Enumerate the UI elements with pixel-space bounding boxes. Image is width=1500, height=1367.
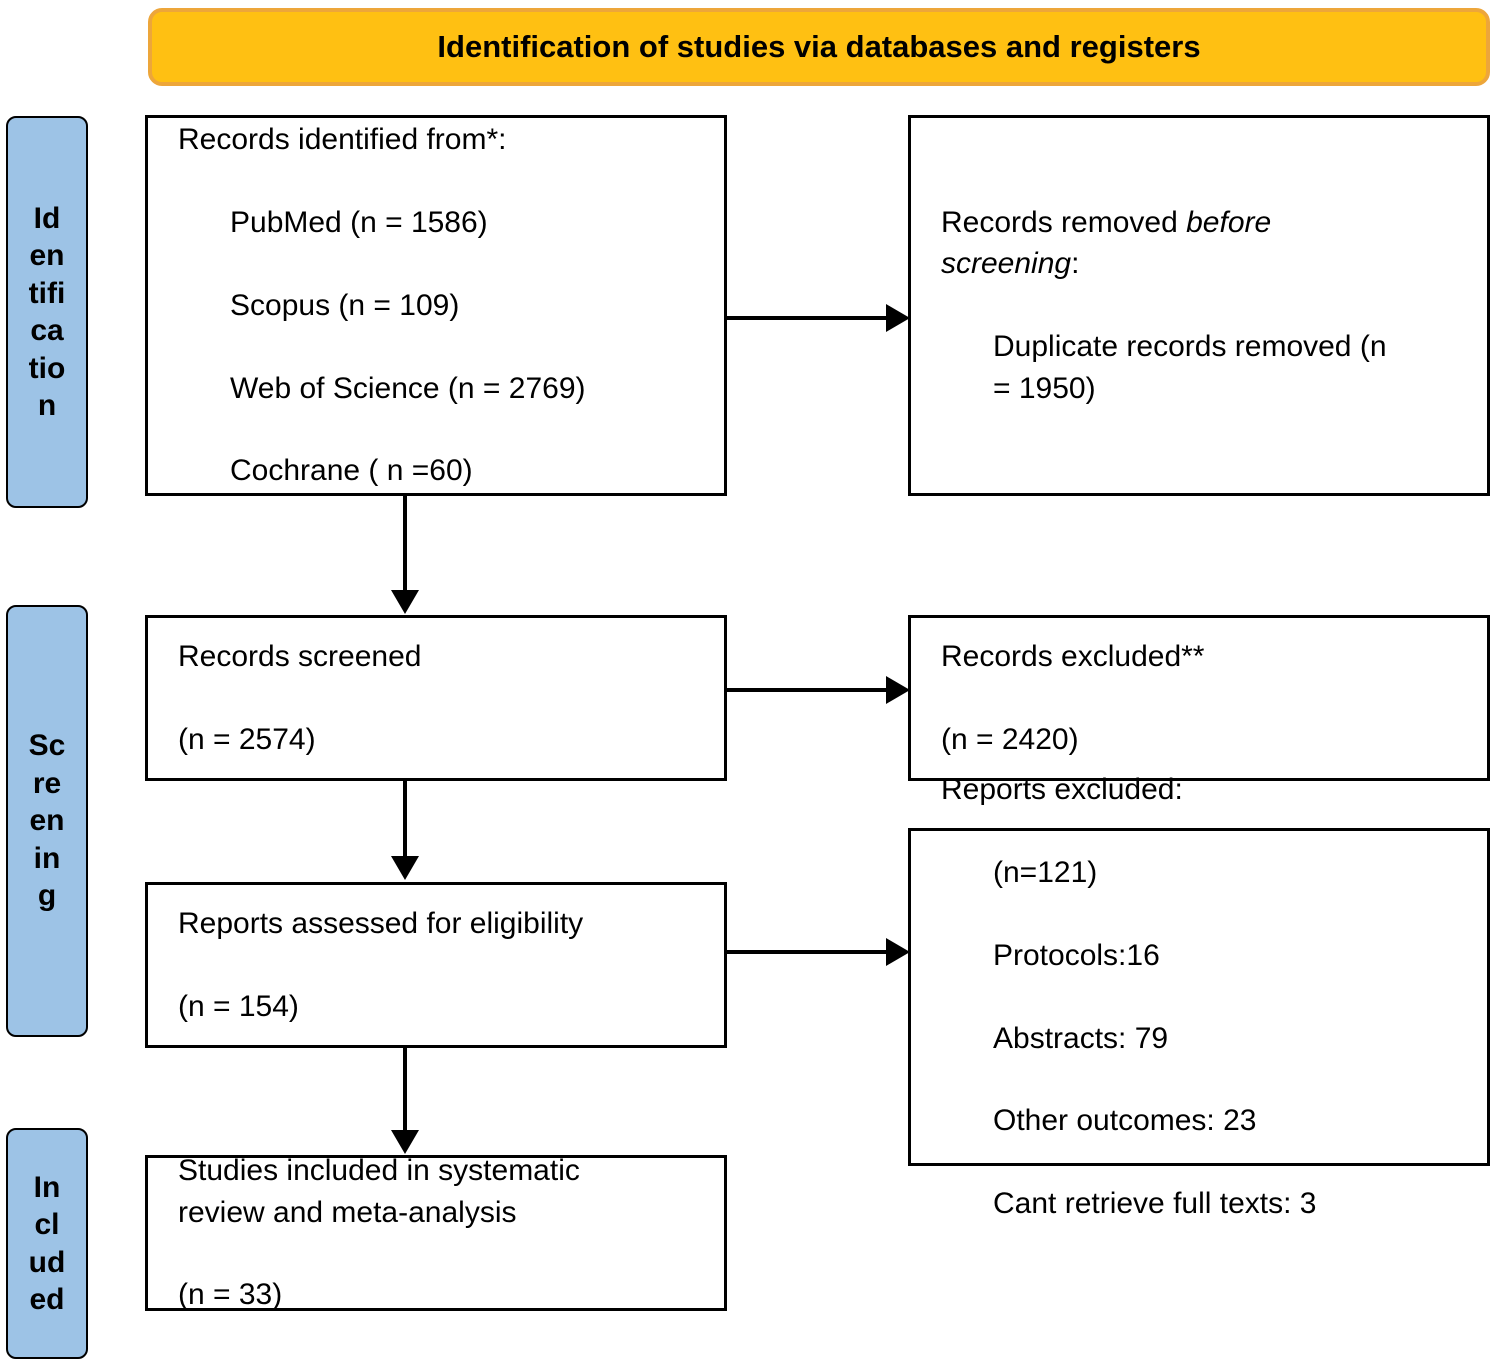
records-screened-count: (n = 2574) <box>178 722 316 756</box>
arrow-head-icon <box>886 938 910 966</box>
records-removed-prefix: Records removed <box>941 206 1187 240</box>
records-removed-suffix: : <box>1071 247 1080 281</box>
stage-label-screening-text: Sc re en in g <box>28 729 66 913</box>
arrow-screened-to-assessed <box>391 781 419 880</box>
arrow-shaft <box>727 950 892 954</box>
studies-included-label: Studies included in systematic review an… <box>178 1154 580 1229</box>
arrow-head-icon <box>886 676 910 704</box>
stage-label-included-text: In cl ud ed <box>28 1170 66 1317</box>
records-identified-heading: Records identified from*: <box>178 123 507 157</box>
studies-included-count: (n = 33) <box>178 1278 283 1312</box>
records-identified-item-scopus: Scopus (n = 109) <box>230 288 460 322</box>
stage-label-screening: Sc re en in g <box>6 605 88 1037</box>
stage-label-identification: Id en tifi ca tio n <box>6 116 88 508</box>
box-reports-assessed: Reports assessed for eligibility (n = 15… <box>145 882 727 1048</box>
reports-excluded-item-other-outcomes: Other outcomes: 23 <box>993 1104 1257 1138</box>
reports-excluded-item-protocols: Protocols:16 <box>993 938 1160 972</box>
records-identified-item-pubmed: PubMed (n = 1586) <box>230 206 488 240</box>
arrow-identified-to-screened <box>391 496 419 614</box>
arrow-shaft <box>403 781 407 862</box>
reports-excluded-item-full-texts: Cant retrieve full texts: 3 <box>993 1187 1317 1221</box>
records-identified-item-cochrane: Cochrane ( n =60) <box>230 454 473 488</box>
reports-assessed-count: (n = 154) <box>178 989 299 1023</box>
reports-excluded-heading: Reports excluded: <box>941 773 1183 807</box>
arrow-identified-to-removed <box>727 304 910 332</box>
banner: Identification of studies via databases … <box>148 8 1490 86</box>
records-excluded-count: (n = 2420) <box>941 722 1079 756</box>
arrow-assessed-to-included <box>391 1048 419 1154</box>
reports-excluded-count: (n=121) <box>993 856 1098 890</box>
records-removed-heading: Records removed before screening: <box>941 202 1387 285</box>
arrow-screened-to-excluded <box>727 676 910 704</box>
records-excluded-label: Records excluded** <box>941 639 1205 673</box>
stage-label-identification-text: Id en tifi ca tio n <box>28 201 66 423</box>
records-identified-item-wos: Web of Science (n = 2769) <box>230 371 586 405</box>
arrow-assessed-to-reports-excluded <box>727 938 910 966</box>
records-removed-italic: before screening <box>941 206 1272 281</box>
arrow-shaft <box>727 316 892 320</box>
arrow-shaft <box>403 496 407 596</box>
arrow-head-icon <box>391 856 419 880</box>
box-records-identified: Records identified from*: PubMed (n = 15… <box>145 115 727 496</box>
stage-label-included: In cl ud ed <box>6 1128 88 1359</box>
box-records-screened: Records screened (n = 2574) <box>145 615 727 781</box>
reports-assessed-label: Reports assessed for eligibility <box>178 906 584 940</box>
box-reports-excluded: Reports excluded: (n=121) Protocols:16 A… <box>908 773 1490 1220</box>
arrow-head-icon <box>886 304 910 332</box>
box-studies-included: Studies included in systematic review an… <box>145 1154 727 1311</box>
records-removed-item-duplicates: Duplicate records removed (n = 1950) <box>993 330 1387 405</box>
arrow-head-icon <box>391 590 419 614</box>
arrow-shaft <box>727 688 892 692</box>
banner-title: Identification of studies via databases … <box>437 28 1201 64</box>
records-screened-label: Records screened <box>178 639 422 673</box>
arrow-head-icon <box>391 1130 419 1154</box>
arrow-shaft <box>403 1048 407 1136</box>
reports-excluded-item-abstracts: Abstracts: 79 <box>993 1021 1169 1055</box>
box-records-removed: Records removed before screening: Duplic… <box>908 115 1490 496</box>
